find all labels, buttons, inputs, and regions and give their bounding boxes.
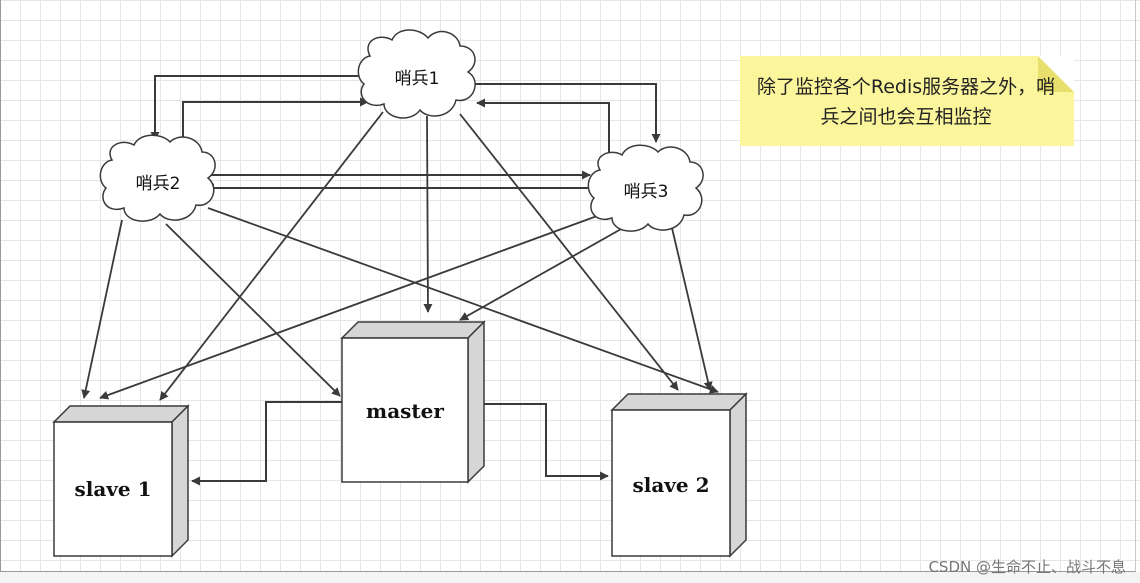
slave2-label: slave 2 xyxy=(632,473,709,497)
monitor-links xyxy=(81,111,719,401)
box-side xyxy=(729,392,747,558)
link-s2-to-slave1 xyxy=(81,219,123,399)
sentinel-3: 哨兵3 xyxy=(587,144,704,232)
sentinel-links xyxy=(150,75,661,193)
box-side xyxy=(467,320,485,484)
box-top xyxy=(52,405,190,423)
cloud-shape xyxy=(357,29,476,119)
link-s1-to-slave2 xyxy=(459,113,679,391)
link-s1-to-slave1 xyxy=(159,111,384,401)
link-master-to-slave1 xyxy=(191,401,342,486)
sticky-note: 除了监控各个Redis服务器之外，哨兵之间也会互相监控 xyxy=(740,56,1074,146)
box-top xyxy=(610,393,748,411)
link-s3-to-slave2 xyxy=(671,227,713,391)
link-s2-to-s1 xyxy=(182,97,369,146)
slave1-server: slave 1 xyxy=(52,404,190,558)
master-server: master xyxy=(340,320,486,484)
watermark: CSDN @生命不止、战斗不息 xyxy=(928,558,1126,576)
sentinel-label: 哨兵2 xyxy=(136,174,181,194)
link-s1-to-master xyxy=(423,115,433,313)
sentinel-label: 哨兵1 xyxy=(395,69,440,89)
slave1-label: slave 1 xyxy=(74,477,151,501)
link-s3-to-slave1 xyxy=(99,211,609,400)
note-text: 除了监控各个Redis服务器之外，哨兵之间也会互相监控 xyxy=(756,76,1056,128)
link-s2-to-slave2 xyxy=(207,207,719,394)
box-top xyxy=(340,321,486,339)
link-s1-to-s2 xyxy=(150,75,362,141)
master-label: master xyxy=(366,399,444,423)
box-front xyxy=(53,421,173,557)
sentinel-label: 哨兵3 xyxy=(624,182,669,202)
link-s2-to-master xyxy=(165,223,341,397)
link-s1-to-s3 xyxy=(468,83,661,143)
cloud-shape xyxy=(587,144,704,232)
sentinel-1: 哨兵1 xyxy=(357,29,476,119)
slave2-server: slave 2 xyxy=(610,392,748,558)
cloud-shape xyxy=(99,134,216,222)
note-fold xyxy=(1038,56,1074,92)
box-front xyxy=(341,337,469,483)
sentinel-2: 哨兵2 xyxy=(99,134,216,222)
link-master-to-slave2 xyxy=(484,403,609,481)
replication-links xyxy=(191,401,609,486)
box-side xyxy=(171,404,189,558)
link-s3-to-s1 xyxy=(476,98,610,158)
box-front xyxy=(611,409,731,557)
canvas-frame xyxy=(0,0,1136,572)
link-s3-to-master xyxy=(459,223,631,321)
footer-band xyxy=(0,572,1140,583)
